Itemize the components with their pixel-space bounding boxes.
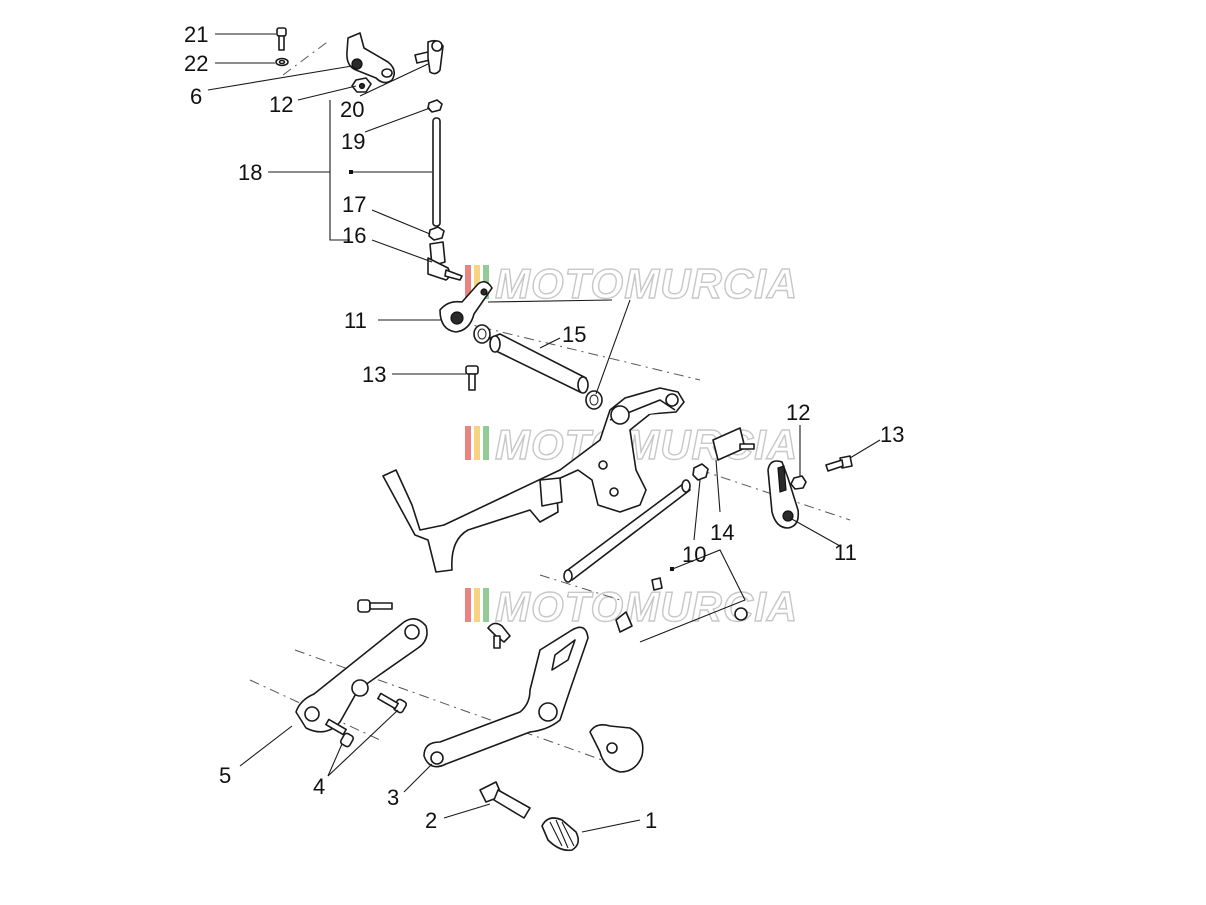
callout-18: 18 <box>238 160 262 185</box>
callout-11-upper: 11 <box>344 308 367 333</box>
pin-right <box>739 443 755 450</box>
nut-17 <box>428 226 445 241</box>
watermark-stripe-red <box>465 265 471 299</box>
washer-22 <box>275 57 289 67</box>
bolt-4-b <box>325 718 355 748</box>
long-rod <box>563 479 691 583</box>
rod-18 <box>432 117 441 227</box>
watermark-stripe-yellow <box>474 265 480 299</box>
bolt-21 <box>276 27 287 51</box>
callout-14: 14 <box>710 520 734 545</box>
callout-13-left: 13 <box>362 362 386 387</box>
ball-joint-20 <box>414 39 444 75</box>
bolt-4-a <box>377 692 408 714</box>
callout-10: 10 <box>682 542 706 567</box>
leader-lines <box>207 33 881 833</box>
ball-joint-bottom <box>487 622 511 649</box>
bolt-4-top <box>357 599 393 613</box>
callout-13-right: 13 <box>880 422 904 447</box>
lever-6 <box>346 32 396 84</box>
frame-bracket <box>382 387 685 573</box>
callout-21: 21 <box>184 22 208 47</box>
nut-12-right <box>790 475 807 490</box>
callout-12-right: 12 <box>786 400 810 425</box>
callout-17: 17 <box>342 192 366 217</box>
watermark-text: MOTOMURCIA <box>495 583 798 630</box>
lever-11-right <box>767 460 800 529</box>
callout-6: 6 <box>190 84 202 109</box>
peg-pin-2 <box>479 781 531 819</box>
callout-11-right: 11 <box>834 540 857 565</box>
nut-19 <box>427 99 443 113</box>
bolt-13-right <box>825 455 853 472</box>
lever-11-upper <box>439 280 493 333</box>
callout-20: 20 <box>340 97 364 122</box>
watermark-text: MOTOMURCIA <box>495 260 798 307</box>
washer-ring-lower <box>585 390 603 410</box>
rod-end-16 <box>427 241 463 281</box>
callout-1: 1 <box>645 808 657 833</box>
washer-ring-upper <box>473 324 491 344</box>
callout-19: 19 <box>341 129 365 154</box>
footrest-plate-5 <box>295 618 428 733</box>
callout-16: 16 <box>342 223 366 248</box>
callout-22: 22 <box>184 51 208 76</box>
bolt-13-left <box>465 365 479 391</box>
callout-15: 15 <box>562 322 586 347</box>
callout-4: 4 <box>313 774 325 799</box>
watermark-logo-1: MOTOMURCIA <box>465 259 798 308</box>
callout-5: 5 <box>219 763 231 788</box>
callout-2: 2 <box>425 808 437 833</box>
small-parts-bracket-group <box>615 577 748 633</box>
nut-12-top <box>351 77 372 93</box>
shift-lever-3 <box>423 626 589 768</box>
callout-12-top: 12 <box>269 92 293 117</box>
watermark-logo-3: MOTOMURCIA <box>465 582 798 631</box>
callout-3: 3 <box>387 785 399 810</box>
peg-rubber-1 <box>541 817 580 852</box>
pivot-knob <box>589 724 644 773</box>
shaft-15 <box>489 333 589 394</box>
nut-10 <box>692 463 709 481</box>
callout-labels: 21 22 6 12 20 19 18 17 16 11 15 13 12 13… <box>184 22 904 833</box>
